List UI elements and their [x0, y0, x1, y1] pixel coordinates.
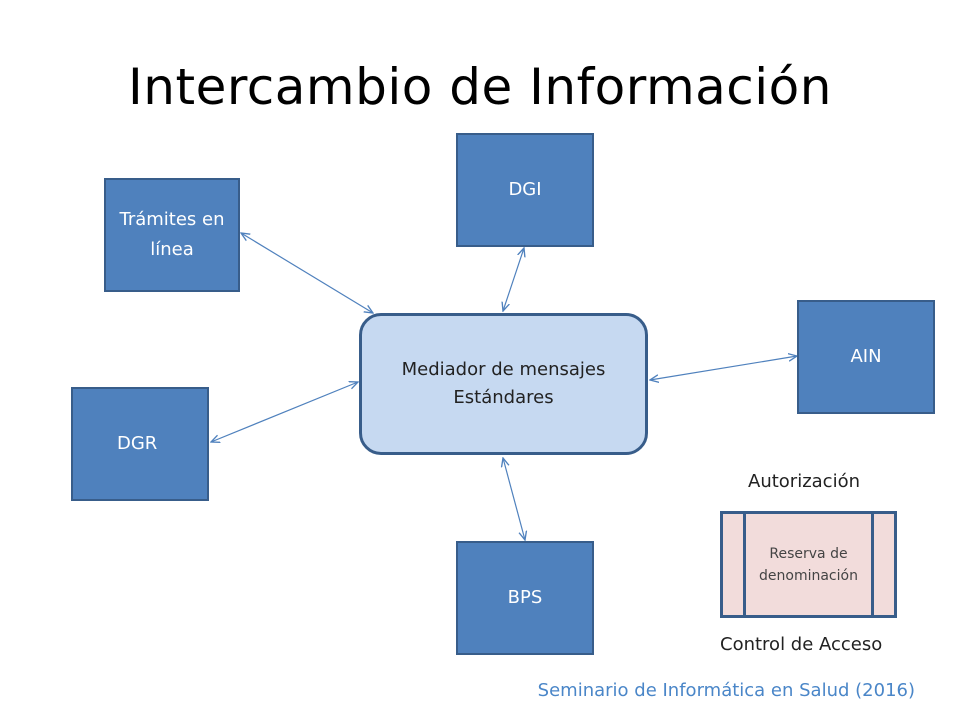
- process-line2: denominación: [759, 567, 858, 584]
- process-left-bar: [743, 514, 746, 615]
- connector-dgr-hub: [211, 382, 358, 442]
- hub-line1: Mediador de mensajes: [401, 359, 606, 380]
- node-dgr: DGR: [71, 387, 209, 501]
- hub-line2: Estándares: [453, 387, 554, 408]
- node-dgi: DGI: [456, 133, 594, 247]
- node-tramites-line2: línea: [150, 239, 194, 260]
- node-ain: AIN: [797, 300, 935, 414]
- connector-bps-hub: [503, 458, 525, 540]
- connector-dgi-hub: [503, 248, 524, 311]
- connector-ain-hub: [650, 356, 797, 380]
- node-tramites-en-linea: Trámites en línea: [104, 178, 240, 292]
- control-de-acceso-label: Control de Acceso: [720, 634, 883, 655]
- node-bps: BPS: [456, 541, 594, 655]
- process-right-bar: [871, 514, 874, 615]
- connector-tramites-hub: [241, 233, 373, 313]
- node-dgr-label: DGR: [117, 433, 158, 454]
- process-line1: Reserva de: [769, 545, 848, 562]
- node-ain-label: AIN: [850, 346, 882, 367]
- footer-citation: Seminario de Informática en Salud (2016): [537, 680, 915, 701]
- autorizacion-label: Autorización: [748, 471, 860, 492]
- process-reserva-de-denominacion: Reserva de denominación: [720, 511, 897, 618]
- node-dgi-label: DGI: [508, 179, 542, 200]
- node-tramites-line1: Trámites en: [119, 209, 225, 230]
- hub-mediador-de-mensajes: Mediador de mensajes Estándares: [359, 313, 648, 455]
- node-bps-label: BPS: [507, 587, 543, 608]
- slide-title: Intercambio de Información: [128, 58, 832, 116]
